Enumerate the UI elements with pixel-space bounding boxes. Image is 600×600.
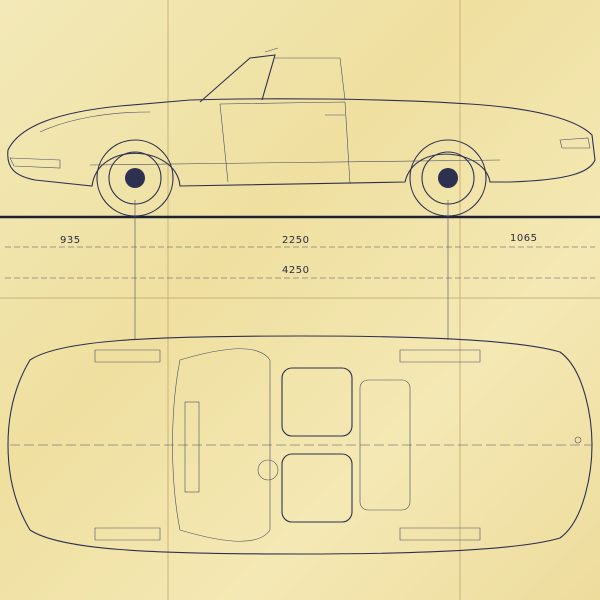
dimension-lines: 935 2250 1065 4250 bbox=[5, 200, 595, 340]
right-seat bbox=[281, 453, 353, 523]
fuel-cap bbox=[574, 436, 582, 444]
overall-length-dimension: 4250 bbox=[282, 265, 309, 276]
side-view bbox=[0, 47, 600, 219]
front-overhang-dimension: 935 bbox=[60, 235, 81, 246]
rear-fender-bulges bbox=[399, 349, 481, 541]
soft-top bbox=[275, 57, 346, 101]
mirror bbox=[264, 47, 279, 53]
windshield-frame bbox=[199, 54, 276, 103]
windshield-top bbox=[172, 348, 271, 542]
dashboard-vents bbox=[184, 401, 200, 493]
wheelbase-dimension: 2250 bbox=[282, 235, 309, 246]
steering-wheel bbox=[257, 459, 279, 481]
tail-light bbox=[559, 137, 591, 149]
top-body-outline bbox=[7, 335, 593, 555]
front-grille bbox=[9, 157, 61, 169]
left-seat bbox=[281, 367, 353, 437]
headlight-line bbox=[39, 111, 151, 133]
rear-deck bbox=[359, 379, 411, 511]
body-outline bbox=[7, 98, 596, 187]
front-fender-bulges bbox=[94, 349, 161, 541]
door-outline bbox=[219, 101, 351, 185]
rear-overhang-dimension: 1065 bbox=[510, 233, 537, 244]
top-view bbox=[7, 335, 593, 555]
side-crease bbox=[89, 159, 501, 166]
